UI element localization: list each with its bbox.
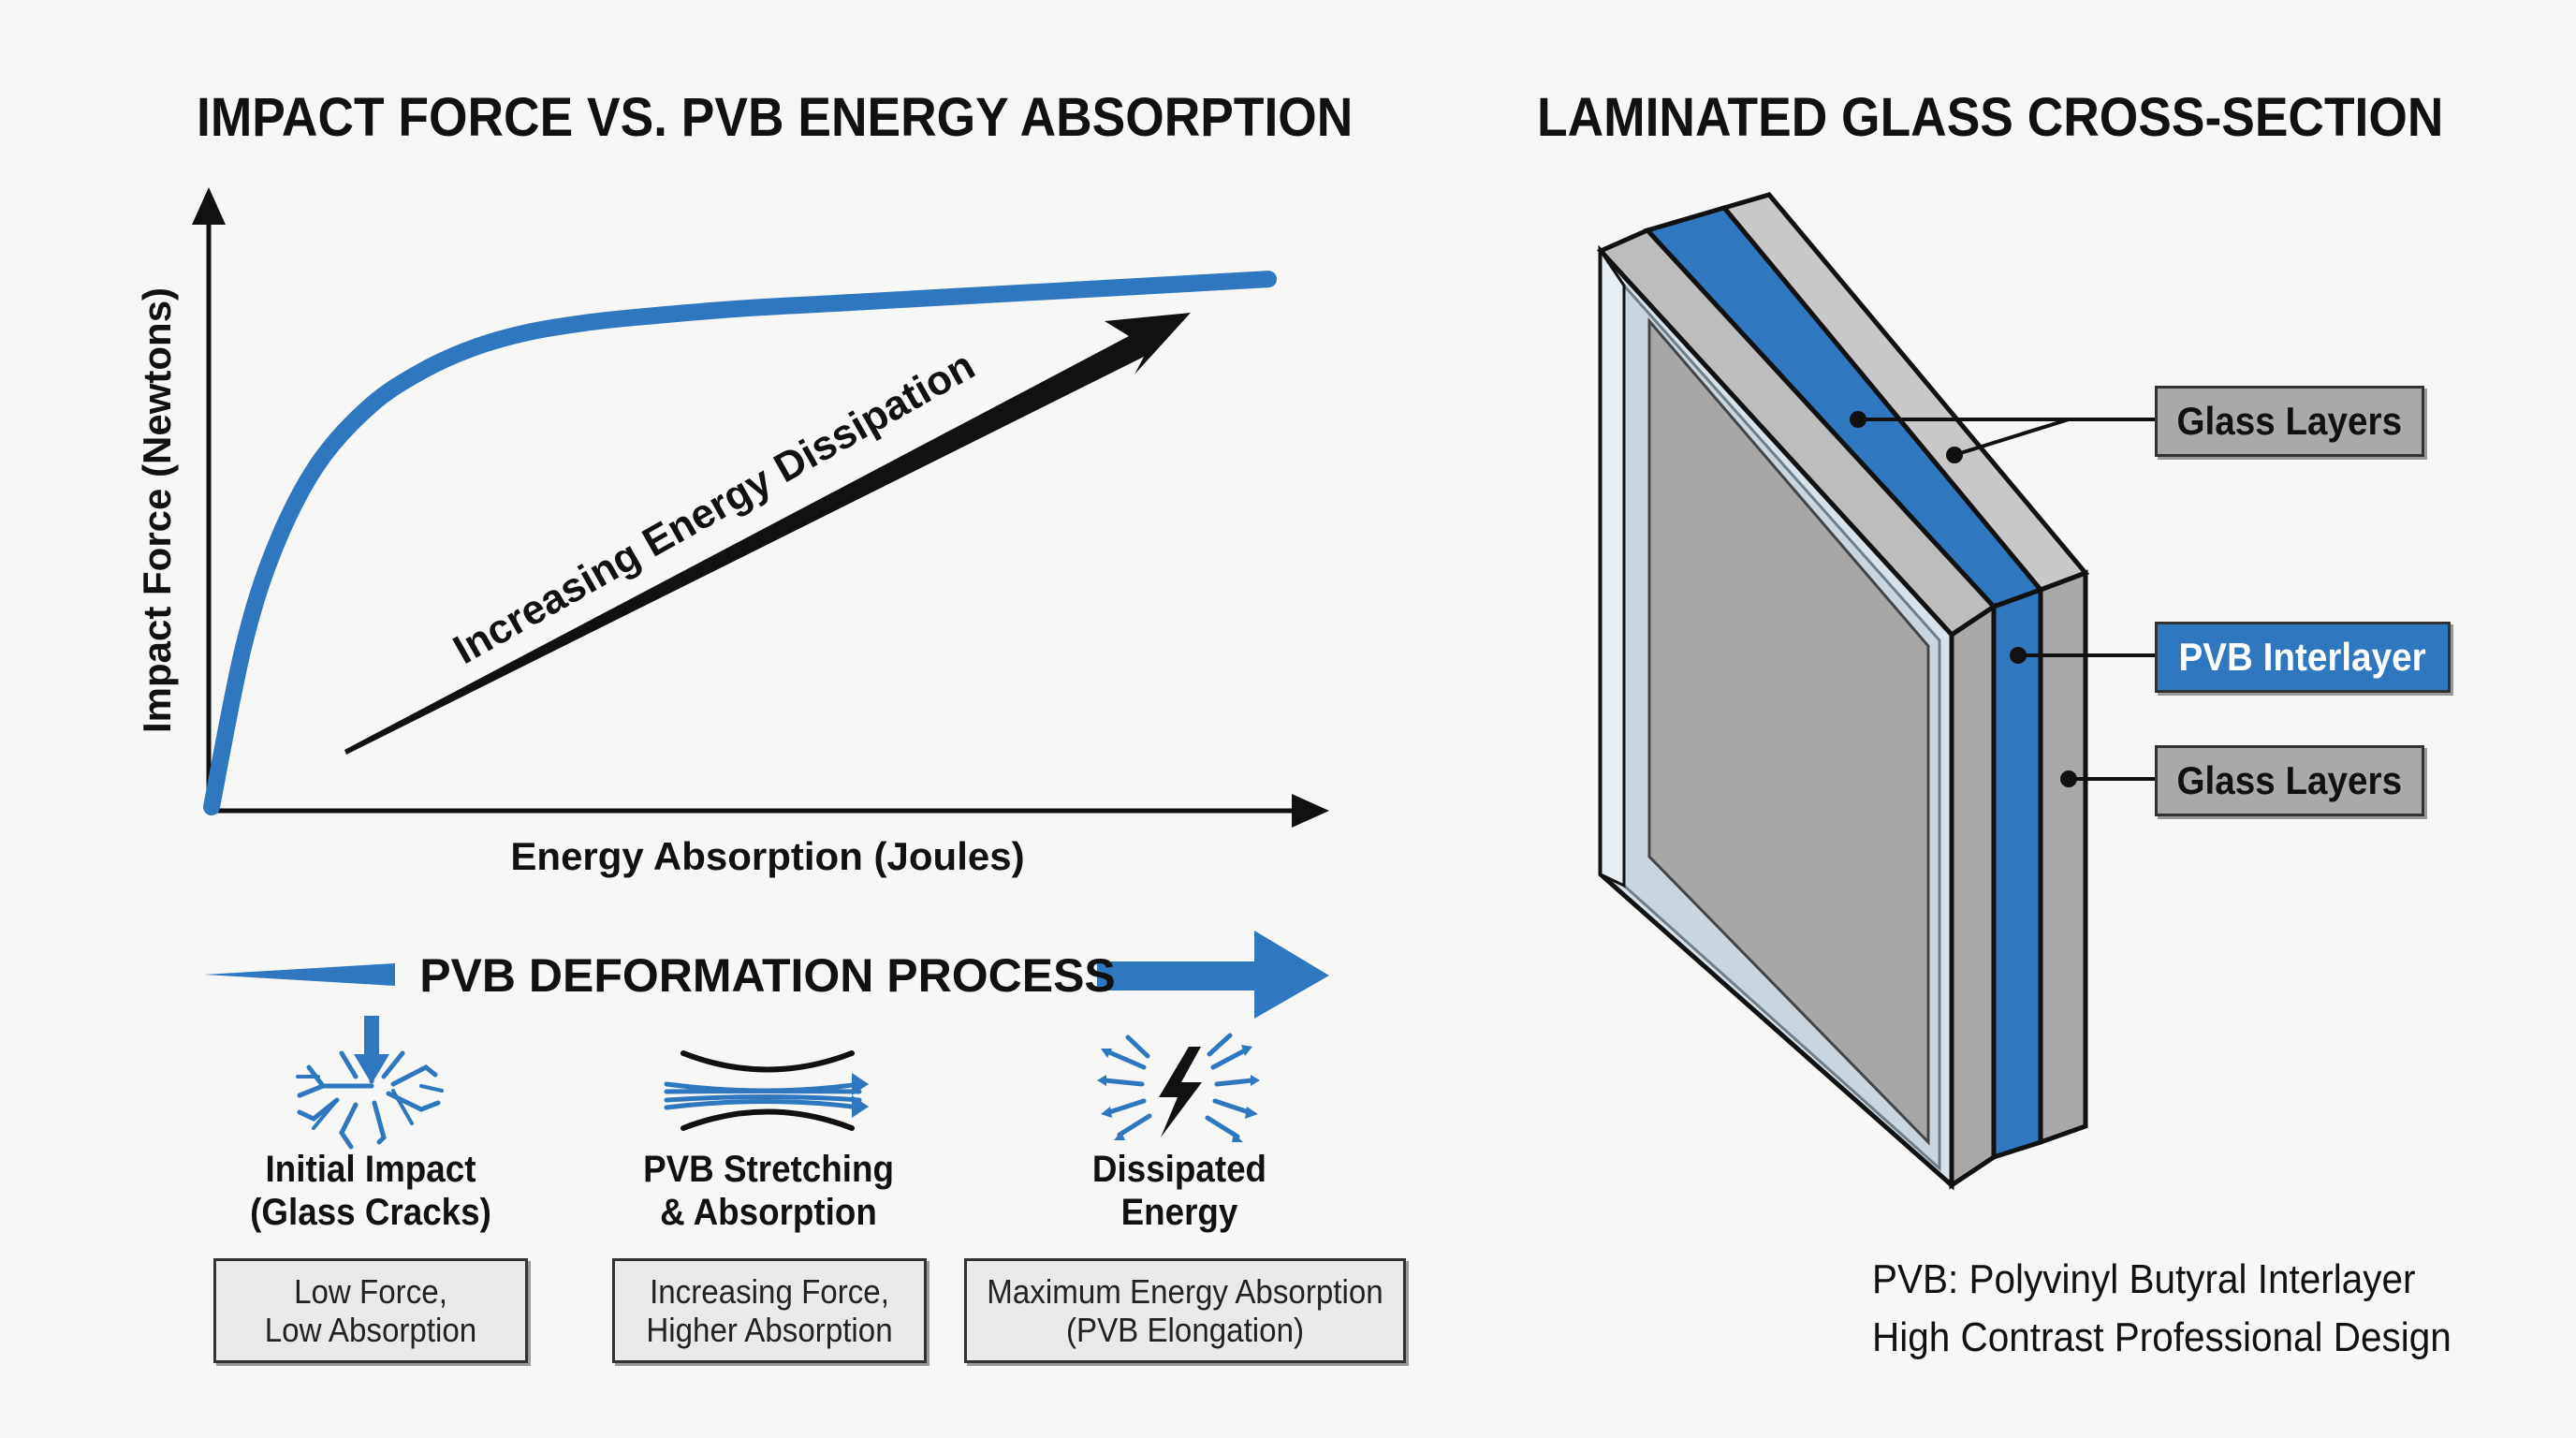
step-1-box-line2: Low Absorption	[264, 1311, 477, 1349]
step-3-label-line1: Dissipated	[1091, 1149, 1267, 1190]
glass-front-face-pane	[1647, 316, 1930, 1146]
dissipation-arrow	[344, 313, 1191, 755]
process-arrow-tail	[204, 963, 395, 986]
step-2-box-line2: Higher Absorption	[646, 1311, 893, 1349]
callout-pvb-interlayer-text: PVB Interlayer	[2178, 635, 2427, 679]
pvb-layer-side	[1991, 586, 2043, 1161]
callout-pvb-interlayer: PVB Interlayer	[2155, 622, 2451, 693]
callout-leaders	[1858, 418, 2155, 781]
glass-pane-back-side	[2038, 569, 2088, 1146]
leader-dot-glass-top	[1946, 447, 1963, 463]
note-design: High Contrast Professional Design	[1872, 1314, 2452, 1360]
energy-burst-icon	[1097, 1033, 1260, 1142]
step-1-label: Initial Impact (Glass Cracks)	[233, 1148, 508, 1234]
glass-pane-front-side	[1949, 602, 1997, 1190]
step-3-label-line2: Energy	[1120, 1192, 1238, 1233]
step-3-box-line2: (PVB Elongation)	[1065, 1311, 1305, 1349]
step-2-label: PVB Stretching & Absorption	[609, 1148, 928, 1234]
step-2-label-line1: PVB Stretching	[643, 1149, 894, 1190]
note-pvb-definition: PVB: Polyvinyl Butyral Interlayer	[1872, 1256, 2416, 1302]
cross-section-title: LAMINATED GLASS CROSS-SECTION	[1537, 87, 2444, 148]
step-2-label-line2: & Absorption	[660, 1192, 877, 1233]
stretch-flow-icon	[664, 1050, 869, 1131]
x-axis-label: Energy Absorption (Joules)	[510, 834, 1024, 878]
step-1-box: Low Force, Low Absorption	[213, 1258, 528, 1363]
series-line	[203, 271, 1277, 815]
callout-glass-layers-top: Glass Layers	[2155, 386, 2424, 457]
step-2-box: Increasing Force, Higher Absorption	[612, 1258, 927, 1363]
dissipation-arrow-label: Increasing Energy Dissipation	[446, 343, 982, 673]
chart-title: IMPACT FORCE VS. PVB ENERGY ABSORPTION	[197, 87, 1354, 148]
callout-glass-layers-bottom: Glass Layers	[2155, 745, 2424, 816]
process-arrow-head	[1097, 931, 1329, 1019]
step-1-label-line2: (Glass Cracks)	[250, 1192, 491, 1233]
process-title: PVB DEFORMATION PROCESS	[419, 949, 1116, 1002]
leader-dot-pvb	[2010, 647, 2027, 664]
callout-glass-layers-top-text: Glass Layers	[2176, 399, 2403, 443]
leader-dot-pvb-top	[1850, 411, 1866, 428]
step-1-label-line1: Initial Impact	[265, 1149, 476, 1190]
leader-dot-glass-bottom	[2060, 770, 2077, 787]
impact-down-arrow	[354, 1016, 389, 1084]
step-2-box-line1: Increasing Force,	[650, 1272, 889, 1311]
y-axis-arrowhead	[192, 187, 226, 225]
x-axis-arrowhead	[1292, 794, 1329, 828]
step-3-box-line1: Maximum Energy Absorption	[987, 1272, 1383, 1311]
y-axis-label: Impact Force (Newtons)	[135, 287, 179, 733]
step-3-box: Maximum Energy Absorption (PVB Elongatio…	[964, 1258, 1406, 1363]
callout-glass-layers-bottom-text: Glass Layers	[2176, 758, 2403, 802]
step-3-label: Dissipated Energy	[1042, 1148, 1317, 1234]
step-1-box-line1: Low Force,	[294, 1272, 447, 1311]
